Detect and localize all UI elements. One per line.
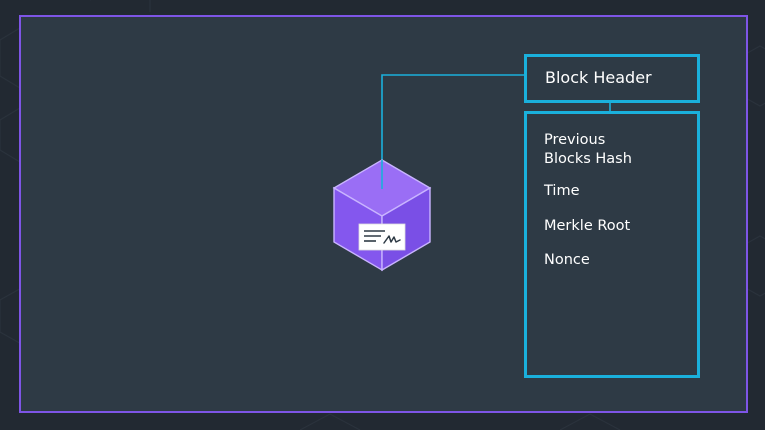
field-nonce: Nonce (544, 251, 590, 270)
block-header-box: Block Header (524, 54, 700, 103)
field-label-line: Previous (544, 132, 606, 148)
field-label-line: Time (544, 183, 580, 199)
block-header-label: Block Header (545, 68, 652, 87)
field-merkle-root: Merkle Root (544, 217, 630, 236)
field-label-line: Merkle Root (544, 218, 631, 234)
field-previous-blocks-hash: Previous Blocks Hash (544, 131, 632, 169)
block-header-fields-box: Previous Blocks Hash Time Merkle Root No… (524, 111, 700, 378)
field-label-line: Blocks Hash (544, 151, 632, 167)
field-label-line: Nonce (544, 252, 590, 268)
field-time: Time (544, 182, 580, 201)
